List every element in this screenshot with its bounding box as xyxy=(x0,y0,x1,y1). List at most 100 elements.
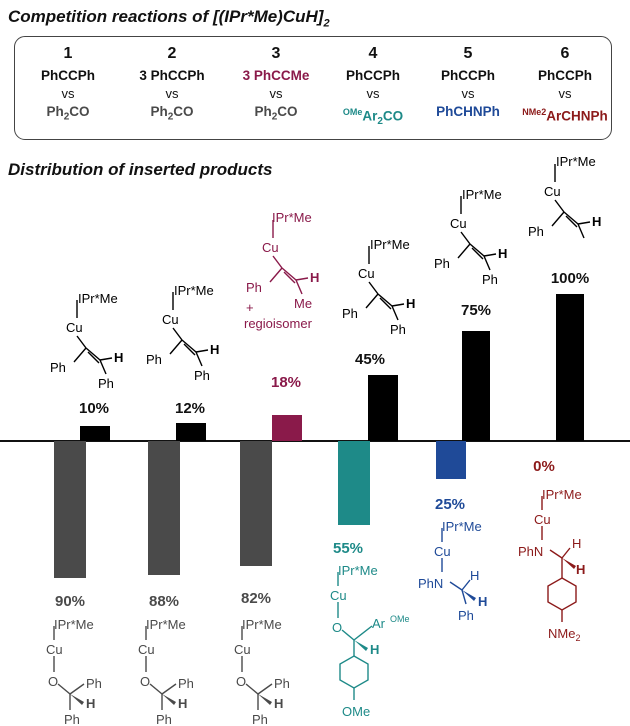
bar-lower-3 xyxy=(240,441,272,566)
svg-text:O: O xyxy=(48,674,58,689)
svg-text:O: O xyxy=(140,674,150,689)
entry-4: 4 PhCCPh vs OMeAr2CO xyxy=(342,45,404,128)
svg-text:Cu: Cu xyxy=(434,544,451,559)
svg-text:H: H xyxy=(86,696,95,711)
svg-text:IPr*Me: IPr*Me xyxy=(338,563,378,578)
svg-text:H: H xyxy=(178,696,187,711)
lower-pct-3: 82% xyxy=(240,590,272,607)
svg-text:IPr*Me: IPr*Me xyxy=(242,617,282,632)
svg-text:Cu: Cu xyxy=(450,216,467,231)
amido-cu-structure-5: IPr*Me Cu PhN H H Ph xyxy=(418,519,487,623)
entry-5: 5 PhCCPh vs PhCHNPh xyxy=(436,45,500,119)
svg-text:Cu: Cu xyxy=(66,320,83,335)
vinyl-cu-structure-6: IPr*Me Cu Ph H xyxy=(528,154,601,239)
svg-text:+: + xyxy=(246,300,254,315)
svg-text:Ph: Ph xyxy=(434,256,450,271)
svg-text:H: H xyxy=(406,296,415,311)
svg-text:Me: Me xyxy=(294,296,312,311)
svg-text:NMe2: NMe2 xyxy=(548,626,580,643)
entry-3: 3 3 PhCCMe vs Ph2CO xyxy=(242,45,310,123)
svg-text:Ph: Ph xyxy=(458,608,474,623)
svg-text:H: H xyxy=(370,642,379,657)
svg-text:H: H xyxy=(114,350,123,365)
svg-text:PhN: PhN xyxy=(418,576,443,591)
svg-text:IPr*Me: IPr*Me xyxy=(146,617,186,632)
svg-text:H: H xyxy=(592,214,601,229)
bar-upper-1 xyxy=(80,426,110,441)
amido-cu-structure-6: IPr*Me Cu PhN H H NMe2 xyxy=(518,487,585,643)
svg-text:OMe: OMe xyxy=(390,614,410,624)
svg-text:Ph: Ph xyxy=(86,676,102,691)
svg-text:Ph: Ph xyxy=(98,376,114,391)
svg-text:IPr*Me: IPr*Me xyxy=(442,519,482,534)
vinyl-cu-structure-4: IPr*Me Cu Ph H Ph xyxy=(342,237,415,337)
svg-text:Ph: Ph xyxy=(342,306,358,321)
bar-upper-2 xyxy=(176,423,206,441)
alkoxide-cu-structure-1: IPr*Me Cu O Ph H Ph xyxy=(46,617,102,726)
bar-upper-6 xyxy=(556,294,584,441)
lower-pct-4: 55% xyxy=(332,540,364,557)
lower-pct-2: 88% xyxy=(148,593,180,610)
svg-text:Cu: Cu xyxy=(234,642,251,657)
vinyl-cu-structure-2: IPr*Me Cu Ph H Ph xyxy=(146,283,219,383)
svg-text:Cu: Cu xyxy=(330,588,347,603)
svg-text:H: H xyxy=(470,568,479,583)
upper-pct-3: 18% xyxy=(270,374,302,391)
lower-pct-1: 90% xyxy=(54,593,86,610)
svg-text:IPr*Me: IPr*Me xyxy=(542,487,582,502)
entry-6: 6 PhCCPh vs NMe2ArCHNPh xyxy=(522,45,608,124)
svg-text:Ph: Ph xyxy=(246,280,262,295)
upper-pct-6: 100% xyxy=(550,270,590,287)
lower-pct-6: 0% xyxy=(533,458,555,475)
svg-text:Cu: Cu xyxy=(544,184,561,199)
svg-text:Ph: Ph xyxy=(50,360,66,375)
svg-text:H: H xyxy=(572,536,581,551)
svg-text:H: H xyxy=(478,594,487,609)
svg-text:H: H xyxy=(498,246,507,261)
svg-text:IPr*Me: IPr*Me xyxy=(370,237,410,252)
svg-text:H: H xyxy=(576,562,585,577)
bar-lower-5 xyxy=(436,441,466,479)
svg-text:H: H xyxy=(310,270,319,285)
bar-lower-1 xyxy=(54,441,86,578)
svg-text:IPr*Me: IPr*Me xyxy=(462,187,502,202)
upper-pct-2: 12% xyxy=(174,400,206,417)
svg-text:Cu: Cu xyxy=(534,512,551,527)
svg-text:IPr*Me: IPr*Me xyxy=(556,154,596,169)
lower-pct-5: 25% xyxy=(434,496,466,513)
baseline xyxy=(0,440,630,442)
vinyl-cu-structure-5: IPr*Me Cu Ph H Ph xyxy=(434,187,507,287)
alkoxide-cu-structure-3: IPr*Me Cu O Ph H Ph xyxy=(234,617,290,726)
svg-text:H: H xyxy=(210,342,219,357)
entry-2: 2 3 PhCCPh vs Ph2CO xyxy=(139,45,205,123)
svg-text:Ph: Ph xyxy=(528,224,544,239)
svg-text:regioisomer: regioisomer xyxy=(244,316,313,331)
alkoxide-cu-structure-2: IPr*Me Cu O Ph H Ph xyxy=(138,617,194,726)
svg-text:Ar: Ar xyxy=(372,616,386,631)
bar-upper-4 xyxy=(368,374,398,441)
svg-text:Cu: Cu xyxy=(358,266,375,281)
entry-1: 1 PhCCPh vs Ph2CO xyxy=(41,45,95,123)
svg-text:PhN: PhN xyxy=(518,544,543,559)
reactions-box xyxy=(14,36,612,140)
upper-pct-5: 75% xyxy=(460,302,492,319)
alkoxide-cu-structure-4: IPr*Me Cu O Ar OMe H OMe xyxy=(330,563,410,719)
svg-text:Ph: Ph xyxy=(64,712,80,726)
svg-text:Ph: Ph xyxy=(274,676,290,691)
svg-text:OMe: OMe xyxy=(342,704,370,719)
svg-text:Ph: Ph xyxy=(194,368,210,383)
vinyl-cu-structure-3: IPr*Me Cu Ph H Me + regioisomer xyxy=(244,210,319,331)
svg-text:IPr*Me: IPr*Me xyxy=(78,291,118,306)
svg-text:Ph: Ph xyxy=(390,322,406,337)
svg-text:Ph: Ph xyxy=(482,272,498,287)
svg-text:Ph: Ph xyxy=(146,352,162,367)
competition-title: Competition reactions of [(IPr*Me)CuH]2 xyxy=(8,7,330,30)
svg-text:Cu: Cu xyxy=(138,642,155,657)
svg-text:O: O xyxy=(332,620,342,635)
svg-text:IPr*Me: IPr*Me xyxy=(174,283,214,298)
distribution-title: Distribution of inserted products xyxy=(8,160,273,179)
svg-text:IPr*Me: IPr*Me xyxy=(272,210,312,225)
bar-upper-5 xyxy=(462,330,490,441)
upper-pct-1: 10% xyxy=(78,400,110,417)
